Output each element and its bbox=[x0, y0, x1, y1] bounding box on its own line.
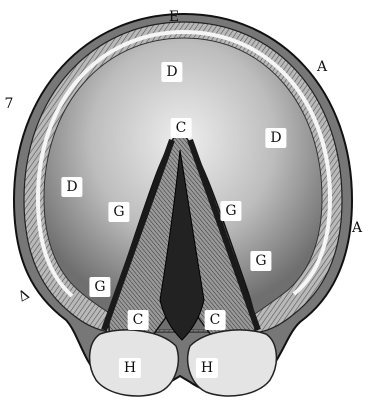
label-G-left-lower: G bbox=[89, 277, 110, 297]
label-H-right: H bbox=[196, 358, 218, 378]
label-A-right-lower: A bbox=[352, 221, 362, 235]
label-G-right-upper: G bbox=[220, 201, 241, 221]
label-A-right-upper: A bbox=[317, 60, 327, 74]
label-C-apex: C bbox=[171, 118, 192, 138]
label-D-left: D bbox=[61, 177, 82, 197]
label-side-mark-top-left: 7 bbox=[5, 97, 14, 111]
label-E-wall-toe: E bbox=[169, 10, 179, 24]
label-C-right: C bbox=[205, 310, 226, 330]
label-C-left: C bbox=[128, 310, 149, 330]
label-D-right: D bbox=[265, 128, 286, 148]
label-G-right-lower: G bbox=[250, 251, 271, 271]
label-G-left-upper: G bbox=[108, 202, 129, 222]
label-D-top: D bbox=[161, 62, 182, 82]
label-H-left: H bbox=[119, 358, 141, 378]
